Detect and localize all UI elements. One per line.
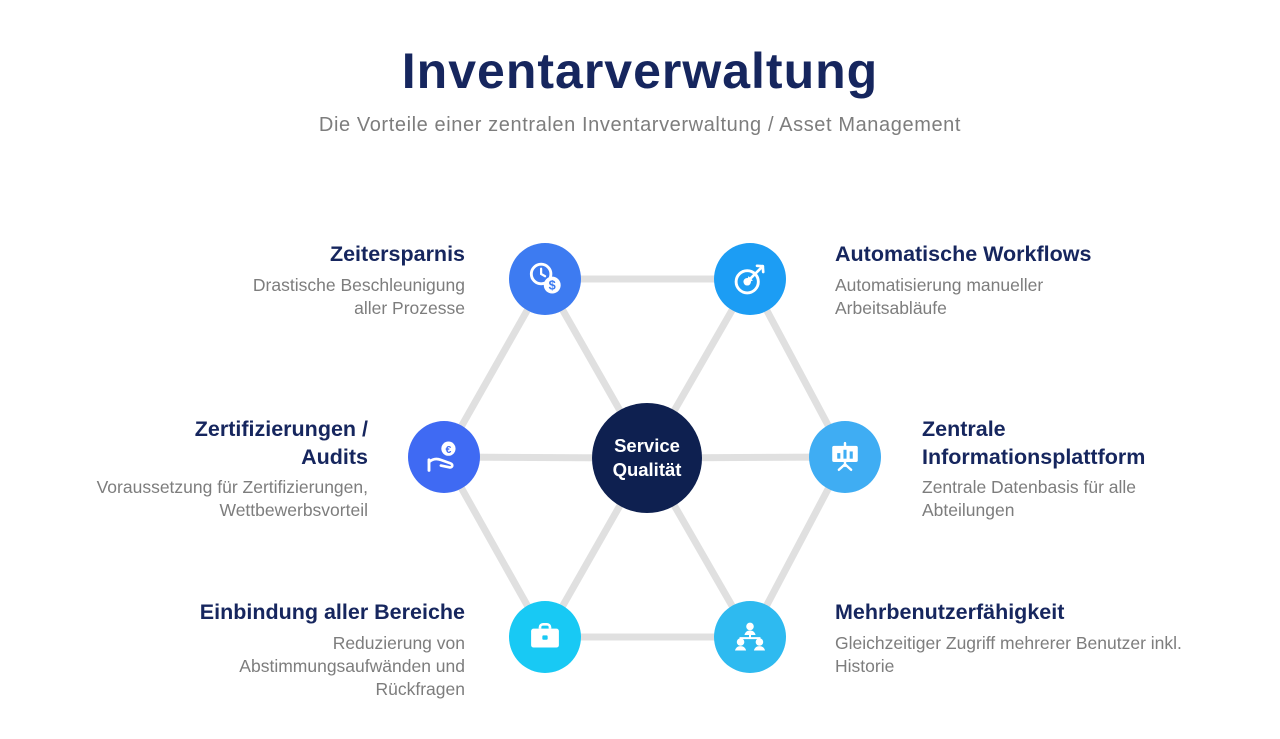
- users-network-icon: [735, 622, 765, 651]
- node-title: Zentrale Informationsplattform: [922, 417, 1146, 469]
- node-text-einbindung-aller-bereiche: Einbindung aller Bereiche Reduzierung vo…: [130, 599, 465, 701]
- node-description: Drastische Beschleunigung aller Prozesse: [252, 274, 465, 318]
- euro-glyph: €: [446, 444, 452, 456]
- node-description: Automatisierung manueller Arbeitsabläufe: [835, 274, 1044, 318]
- page-subtitle: Die Vorteile einer zentralen Inventarver…: [318, 114, 962, 136]
- node-circle-einbindung-aller-bereiche: [509, 601, 581, 673]
- node-circle-automatische-workflows: [714, 243, 786, 315]
- node-text-mehrbenutzerfaehigkeit: Mehrbenutzerfähigkeit Gleichzeitiger Zug…: [835, 599, 1195, 678]
- node-text-zertifizierungen-audits: Zertifizierungen / Audits Voraussetzung …: [33, 416, 368, 523]
- node-title: Automatische Workflows: [835, 242, 1092, 266]
- node-circle-zeitersparnis: $: [509, 243, 581, 315]
- page-title: Inventarverwaltung: [401, 43, 879, 99]
- node-circle-mehrbenutzerfaehigkeit: [714, 601, 786, 673]
- presentation-board-icon: [832, 441, 858, 471]
- briefcase-icon: [531, 623, 559, 648]
- node-title: Zeitersparnis: [329, 242, 465, 266]
- node-circle-zentrale-informationsplattform: [809, 421, 881, 493]
- service-quality-hub: Service Qualität: [592, 403, 702, 513]
- hub-label: Service Qualität: [612, 434, 682, 480]
- node-text-zentrale-informationsplattform: Zentrale Informationsplattform Zentrale …: [922, 416, 1222, 523]
- node-text-zeitersparnis: Zeitersparnis Drastische Beschleunigung …: [165, 241, 465, 320]
- node-title: Zertifizierungen / Audits: [194, 417, 368, 469]
- node-description: Voraussetzung für Zertifizierungen, Wett…: [96, 477, 368, 521]
- dollar-glyph: $: [549, 278, 556, 293]
- node-description: Gleichzeitiger Zugriff mehrerer Benutzer…: [835, 632, 1182, 676]
- node-title: Einbindung aller Bereiche: [199, 600, 465, 624]
- node-title: Mehrbenutzerfähigkeit: [835, 600, 1065, 624]
- node-circle-zertifizierungen-audits: €: [408, 421, 480, 493]
- node-description: Zentrale Datenbasis für alle Abteilungen: [922, 477, 1136, 521]
- clock-money-icon: $: [529, 262, 561, 294]
- node-text-automatische-workflows: Automatische Workflows Automatisierung m…: [835, 241, 1145, 320]
- hand-coin-icon: €: [427, 441, 456, 472]
- node-description: Reduzierung von Abstimmungsaufwänden und…: [239, 632, 465, 700]
- target-arrow-icon: [734, 264, 765, 295]
